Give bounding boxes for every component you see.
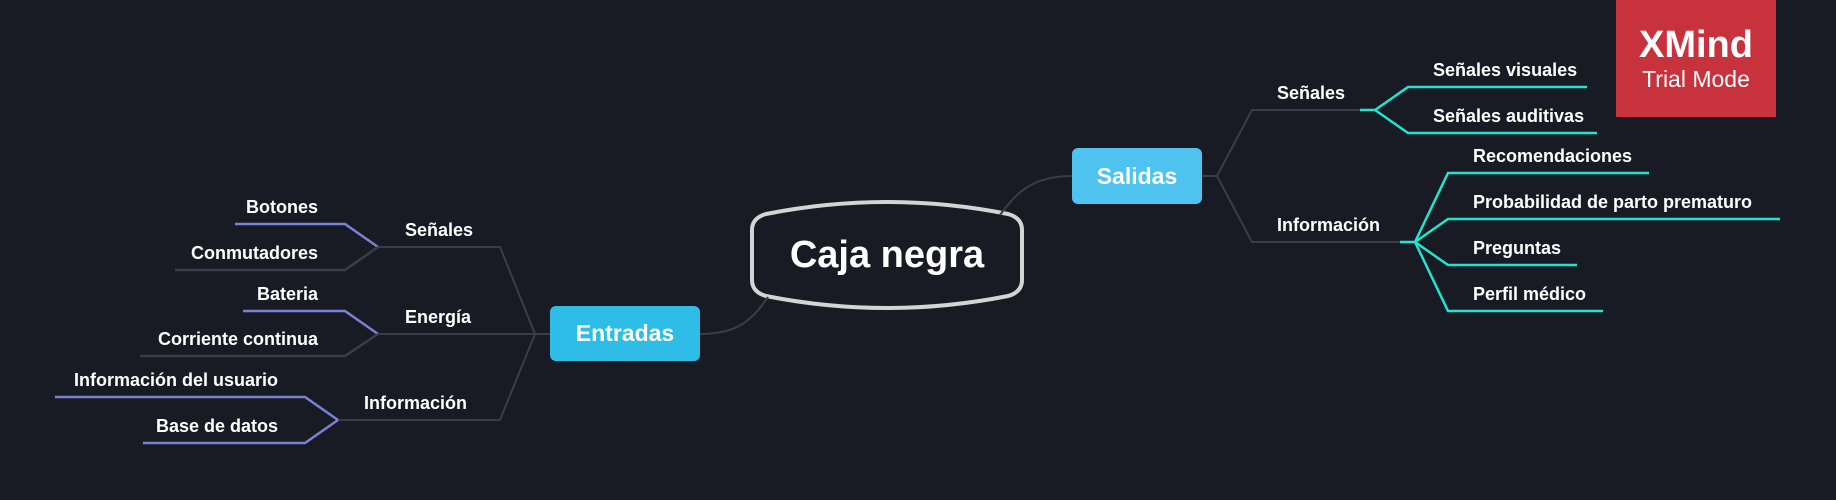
connector-salidas-senales — [1202, 109, 1360, 177]
connector-bateria — [243, 309, 379, 336]
connector-probabilidad — [1414, 217, 1780, 244]
leaf-corriente-continua[interactable]: Corriente continua — [157, 329, 318, 349]
leaf-recomendaciones[interactable]: Recomendaciones — [1473, 146, 1633, 166]
watermark-subtitle: Trial Mode — [1642, 65, 1750, 92]
connector-senales-visuales — [1360, 85, 1587, 112]
connector-salidas-informacion — [1216, 175, 1400, 243]
connector-conmutadores — [175, 245, 379, 272]
connector-entradas-senales — [378, 246, 550, 335]
leaf-base-de-datos[interactable]: Base de datos — [155, 416, 278, 436]
subtopic-entradas-senales[interactable]: Señales — [405, 220, 474, 240]
central-topic[interactable]: Caja negra — [789, 233, 985, 276]
subtopic-entradas-energia[interactable]: Energía — [405, 307, 472, 327]
main-topic-entradas[interactable]: Entradas — [550, 306, 700, 361]
connector-entradas-informacion — [338, 333, 536, 421]
connector-botones — [235, 222, 379, 249]
leaf-senales-auditivas[interactable]: Señales auditivas — [1433, 106, 1585, 126]
leaf-senales-visuales[interactable]: Señales visuales — [1433, 60, 1578, 80]
main-topic-salidas[interactable]: Salidas — [1072, 148, 1202, 204]
leaf-bateria[interactable]: Bateria — [256, 284, 318, 304]
connector-central-entradas — [699, 296, 769, 335]
connector-perfil-medico — [1413, 241, 1603, 313]
connector-recomendaciones — [1400, 171, 1649, 244]
connector-central-salidas — [999, 175, 1073, 216]
subtopic-salidas-senales[interactable]: Señales — [1277, 83, 1346, 103]
leaf-conmutadores[interactable]: Conmutadores — [190, 243, 318, 263]
leaf-probabilidad-de-parto-prematuro[interactable]: Probabilidad de parto prematuro — [1473, 192, 1753, 212]
leaf-preguntas[interactable]: Preguntas — [1473, 238, 1562, 258]
connector-corriente-continua — [140, 332, 379, 358]
leaf-informacion-del-usuario[interactable]: Información del usuario — [73, 370, 278, 390]
leaf-perfil-medico[interactable]: Perfil médico — [1473, 284, 1587, 304]
connector-base-datos — [143, 418, 339, 445]
watermark-title: XMind — [1639, 23, 1753, 66]
central-topic-outline — [750, 200, 1024, 310]
leaf-botones[interactable]: Botones — [246, 197, 318, 217]
subtopic-entradas-informacion[interactable]: Información — [364, 393, 468, 413]
subtopic-salidas-informacion[interactable]: Información — [1277, 215, 1381, 235]
connector-senales-auditivas — [1374, 108, 1597, 135]
connector-informacion-usuario — [55, 395, 339, 422]
trial-watermark: XMind Trial Mode — [1616, 0, 1776, 117]
connector-preguntas — [1414, 240, 1577, 267]
